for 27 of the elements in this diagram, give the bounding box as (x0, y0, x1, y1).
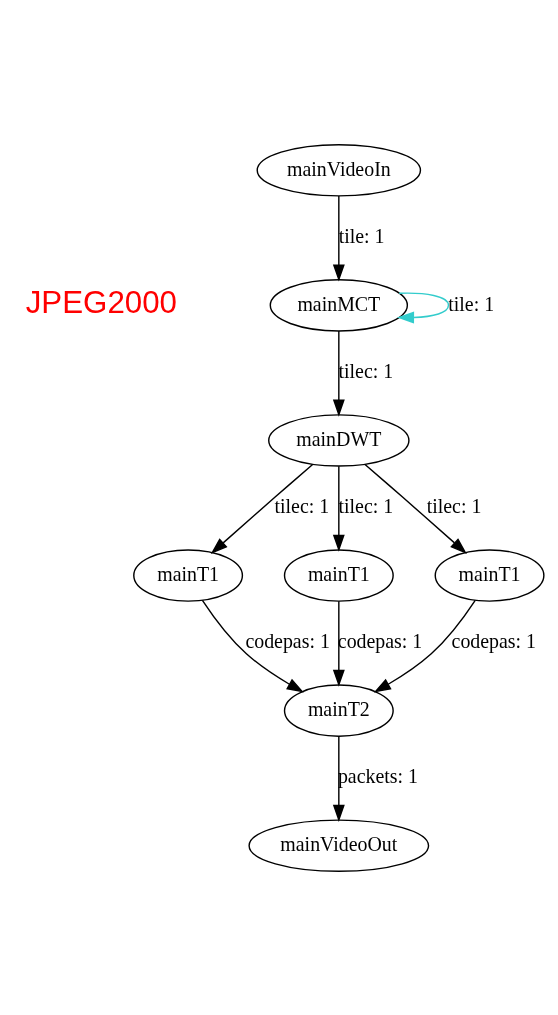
edge-label: tilec: 1 (426, 494, 482, 517)
edge-label: tilec: 1 (338, 359, 394, 382)
arrow (364, 463, 467, 554)
node-ellipse: mainDWT (268, 413, 410, 467)
arrow (201, 599, 304, 692)
arrow (210, 463, 314, 554)
arrow (332, 735, 345, 822)
edge-label: tile: 1 (448, 292, 495, 315)
arrow (373, 599, 476, 692)
node-ellipse: mainT1 (133, 548, 244, 602)
edge-label: codepas: 1 (245, 629, 330, 652)
node-ellipse: mainMCT (269, 278, 409, 332)
arrow (332, 600, 345, 687)
arrow (332, 329, 345, 417)
arrow (332, 194, 345, 282)
edge-label: tile: 1 (338, 224, 385, 247)
edge-label: tilec: 1 (274, 494, 330, 517)
arrow (332, 464, 345, 552)
node-ellipse: mainT1 (434, 548, 545, 602)
node-ellipse: mainVideoOut (248, 818, 430, 872)
edge-label: tilec: 1 (338, 494, 394, 517)
label: JPEG2000 (25, 284, 177, 320)
node-ellipse: mainVideoIn (256, 143, 422, 197)
node-ellipse: mainT2 (283, 683, 394, 737)
arrow (397, 291, 450, 323)
node-ellipse: mainT1 (283, 548, 394, 602)
edge-label: codepas: 1 (451, 629, 537, 652)
